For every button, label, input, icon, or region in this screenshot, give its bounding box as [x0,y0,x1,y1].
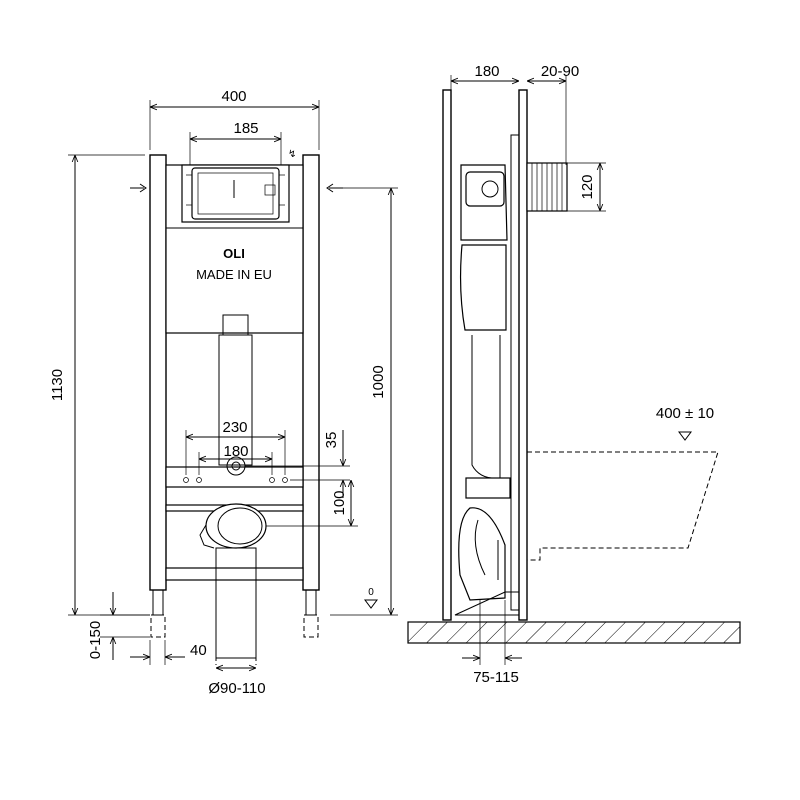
bolt-inner-dimension: 180 [223,443,248,460]
drain-pipe [215,547,257,659]
brand-logo: OLI [223,246,245,261]
drain-offset-dimension: 100 [331,490,348,515]
inlet-dimension: 120 [579,174,596,199]
height-dimension: 1130 [49,369,66,401]
front-view: OLI MADE IN EU ↯ 400 [49,88,398,697]
drain-range-dimension: 75-115 [473,669,519,686]
depth-dimension: 180 [474,63,499,80]
bolt-outer-dimension: 230 [222,419,247,436]
side-view: 180 20-90 120 400 ± 10 75-115 [407,63,741,686]
width-dimension: 400 [221,88,246,105]
foot-adjust-dimension: 0-150 [87,621,104,659]
right-foot [305,589,317,616]
side-drain-elbow [458,507,506,601]
svg-text:↯: ↯ [288,149,296,160]
inlet-height-dimension: 1000 [370,365,387,398]
waste-outlet [205,503,267,549]
wall-panel [518,89,528,621]
right-frame-post [302,154,320,591]
floor [407,621,741,644]
wall-offset-dimension: 20-90 [541,63,579,80]
floor-marker: 0 [368,587,374,598]
left-frame-post [149,154,167,591]
flush-plate-dimension: 185 [233,120,258,137]
left-foot [152,589,164,616]
foot-dimension: 40 [190,642,207,659]
front-panel [442,89,452,621]
made-in-label: MADE IN EU [196,267,272,282]
bolt-offset-dimension: 35 [323,432,340,449]
toilet-bowl-outline [527,451,719,561]
drain-diameter-dimension: Ø90-110 [208,680,265,697]
bowl-height-dimension: 400 ± 10 [656,405,714,422]
